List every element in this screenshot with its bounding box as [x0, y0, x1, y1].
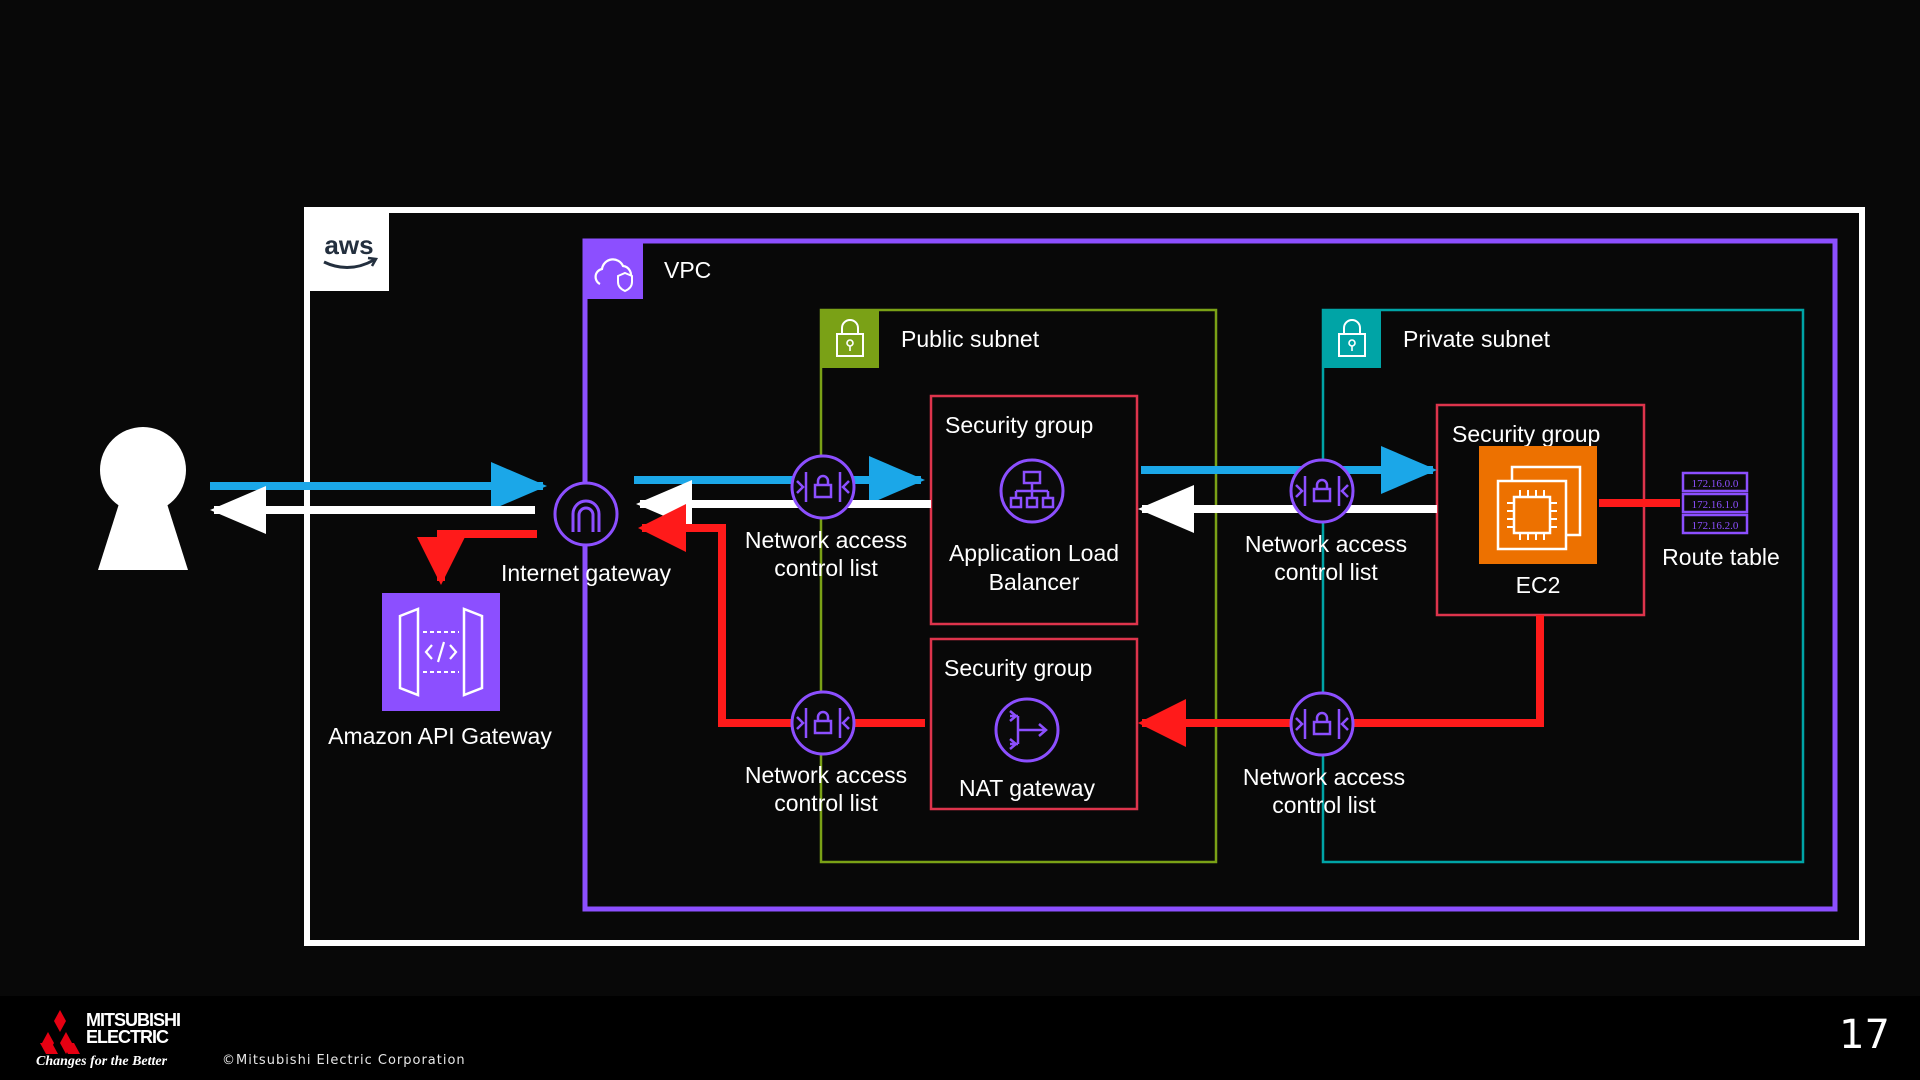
network-acl-icon [790, 454, 856, 520]
security-group-label: Security group [1452, 421, 1600, 447]
network-acl-label-line1: Network access [745, 762, 907, 788]
brand-name-line2: ELECTRIC [86, 1027, 169, 1047]
mitsubishi-diamonds-icon [40, 1010, 80, 1054]
ec2-chip-icon [1479, 446, 1597, 564]
page-number: 17 [1839, 1012, 1890, 1058]
route-entry: 172.16.0.0 [1692, 478, 1739, 490]
person-icon [98, 427, 188, 570]
footer-bar [0, 996, 1920, 1080]
network-acl-label-line2: control list [774, 790, 878, 816]
route-entry: 172.16.2.0 [1692, 520, 1739, 532]
mitsubishi-logo: MITSUBISHI ELECTRIC Changes for the Bett… [34, 1010, 194, 1074]
route-table-icon: 172.16.0.0 172.16.1.0 172.16.2.0 [1681, 471, 1749, 535]
outbound-arrow-igw-to-api-gateway [417, 530, 537, 585]
copyright-text: ©Mitsubishi Electric Corporation [222, 1053, 466, 1068]
security-group-nat [929, 637, 1139, 811]
private-subnet-label: Private subnet [1403, 326, 1551, 352]
return-flow [210, 480, 1437, 534]
network-acl-label-line1: Network access [1245, 531, 1407, 557]
ec2-label: EC2 [1516, 572, 1561, 598]
public-subnet-boundary [819, 308, 1218, 864]
nat-gateway-label: NAT gateway [959, 775, 1095, 801]
network-acl-label-line2: control list [1274, 559, 1378, 585]
private-subnet-boundary [1321, 308, 1805, 864]
security-group-label: Security group [945, 412, 1093, 438]
security-group-alb [929, 394, 1139, 626]
api-gateway-label: Amazon API Gateway [328, 723, 552, 749]
aws-cloud-boundary [304, 207, 1865, 946]
aws-logo-text: aws [324, 230, 373, 260]
internet-gateway-icon [553, 481, 619, 547]
network-acl-label-line1: Network access [1243, 764, 1405, 790]
vpc-label: VPC [664, 257, 711, 283]
route-entry: 172.16.1.0 [1692, 499, 1739, 511]
lock-icon [1323, 310, 1381, 368]
outbound-arrow-ec2-to-nat [1138, 615, 1544, 747]
route-table-label: Route table [1662, 544, 1780, 570]
vpc-boundary [582, 238, 1838, 912]
alb-label-line2: Balancer [989, 569, 1080, 595]
lock-icon [821, 310, 879, 368]
api-gateway-icon [382, 593, 500, 711]
network-acl-label-line2: control list [774, 555, 878, 581]
network-acl-label-line1: Network access [745, 527, 907, 553]
network-acl-icon [1289, 458, 1355, 524]
internet-gateway-label: Internet gateway [501, 560, 672, 586]
brand-tagline: Changes for the Better [36, 1054, 168, 1069]
aws-logo-icon: aws [310, 213, 389, 291]
network-acl-icon [790, 690, 856, 756]
network-acl-label-line2: control list [1272, 792, 1376, 818]
alb-label-line1: Application Load [949, 540, 1119, 566]
public-subnet-label: Public subnet [901, 326, 1040, 352]
load-balancer-icon [999, 458, 1065, 524]
vpc-cloud-icon [585, 241, 643, 299]
nat-gateway-icon [994, 697, 1060, 763]
security-group-label: Security group [944, 655, 1092, 681]
brand-name-line1: MITSUBISHI [86, 1010, 181, 1030]
network-acl-icon [1289, 691, 1355, 757]
